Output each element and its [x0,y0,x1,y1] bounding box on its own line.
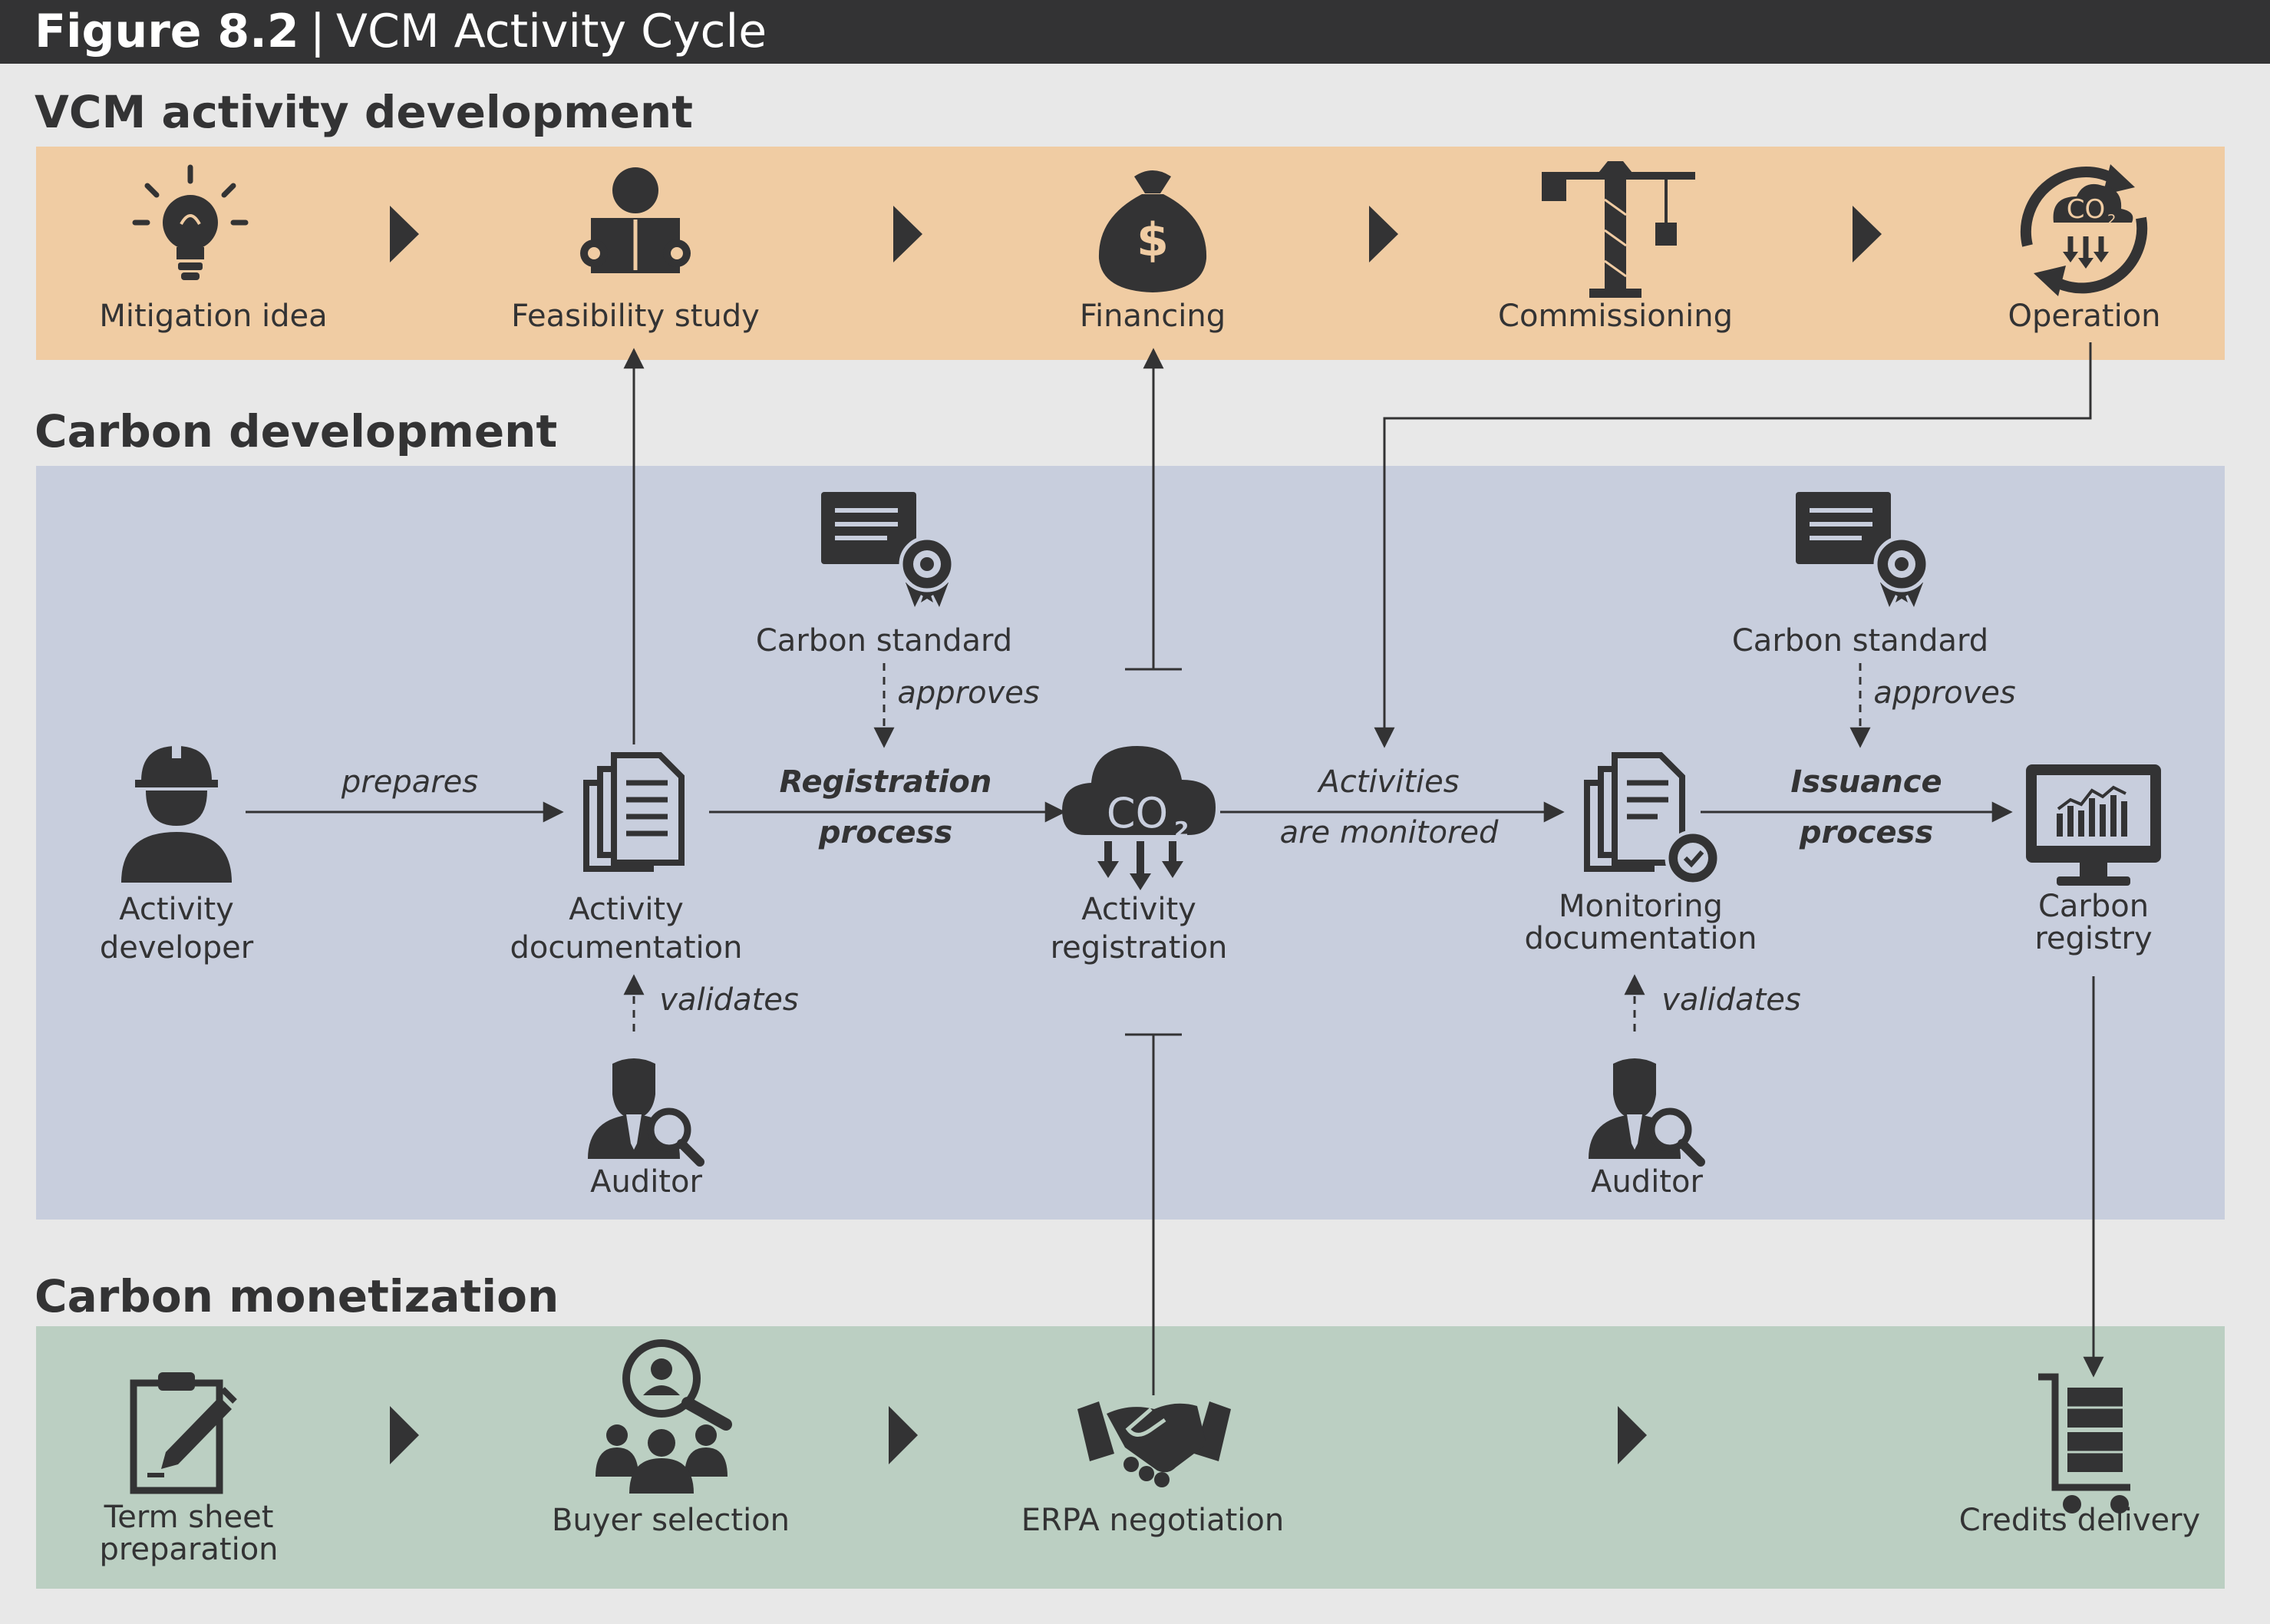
carbon-development-panel [36,466,2225,1220]
auditor-icon [1589,1058,1705,1167]
chevron-right-icon [1853,206,1882,262]
step-credits-delivery: Credits delivery [1958,1503,2201,1538]
validates-label-1: validates [659,982,799,1018]
monitoring-documents-icon [1584,752,1721,886]
chevron-right-icon [889,1406,918,1464]
section-heading-carbon-development: Carbon development [35,405,558,457]
activity-documentation-label: Activity documentation [510,892,743,965]
auditor-label-2: Auditor [1591,1164,1703,1200]
carbon-standard-label-1: Carbon standard [755,623,1013,659]
registration-process-label-line2: process [818,815,953,850]
carbon-standard-label-2: Carbon standard [1731,623,1989,659]
certificate-icon [1796,492,1930,607]
activity-registration-label: Activity registration [1050,892,1228,965]
monitor-chart-icon [2026,764,2161,886]
step-buyer-selection: Buyer selection [551,1503,790,1538]
auditor-icon [588,1058,704,1167]
step-commissioning: Commissioning [1498,299,1733,334]
svg-text:$: $ [1137,213,1169,267]
auditor-label-1: Auditor [590,1164,702,1200]
activities-monitored-label-line2: are monitored [1279,815,1499,850]
activity-developer-label: Activity developer [99,892,254,965]
svg-text:CO: CO [1107,789,1168,837]
step-feasibility-study: Feasibility study [511,299,760,334]
handshake-icon [1077,1401,1231,1487]
svg-text:2: 2 [1174,817,1189,842]
lightbulb-icon [132,164,249,280]
registration-process-label-line1: Registration [779,764,992,800]
figure-title-text: VCM Activity Cycle [335,5,767,58]
section-heading-activity-development: VCM activity development [35,86,693,138]
clipboard-pen-icon [130,1372,237,1494]
figure-header-bar [0,0,2270,64]
figure-number: Figure 8.2 [35,5,299,58]
svg-text:2: 2 [2107,212,2116,228]
carbon-registry-label: Carbon registry [2034,889,2153,956]
prepares-label: prepares [341,764,479,800]
figure-separator: | [309,5,325,58]
issuance-process-label-line2: process [1799,815,1934,850]
step-term-sheet-preparation: Term sheet preparation [99,1500,279,1567]
approves-label-1: approves [897,675,1040,711]
figure-title: Figure 8.2|VCM Activity Cycle [35,0,767,64]
chevron-right-icon [390,206,419,262]
chevron-right-icon [390,1406,419,1464]
chevron-right-icon [1369,206,1398,262]
documents-icon [583,752,685,872]
co2-cloud-icon: CO 2 [1062,746,1216,890]
crane-icon [1542,161,1695,298]
connector-operation-to-monitoring [1374,342,2092,748]
person-reading-icon [580,167,691,273]
section-heading-carbon-monetization: Carbon monetization [35,1270,559,1322]
co2-cycle-icon: CO 2 [2020,164,2148,296]
chevron-right-icon [1618,1406,1647,1464]
step-erpa-negotiation: ERPA negotiation [1021,1503,1285,1538]
step-operation: Operation [2008,299,2161,334]
hardhat-worker-icon [121,743,232,883]
money-bag-icon: $ [1098,170,1207,292]
svg-text:CO: CO [2067,194,2106,225]
issuance-process-label-line1: Issuance [1790,764,1942,800]
activities-monitored-label-line1: Activities [1318,764,1460,800]
certificate-icon [821,492,955,607]
step-mitigation-idea: Mitigation idea [99,299,328,334]
validates-label-2: validates [1661,982,1801,1018]
chevron-right-icon [893,206,922,262]
monitoring-documentation-label: Monitoring documentation [1524,889,1757,956]
cart-boxes-icon [2038,1373,2130,1513]
people-search-icon [596,1339,732,1494]
approves-label-2: approves [1873,675,2016,711]
step-financing: Financing [1079,299,1226,334]
